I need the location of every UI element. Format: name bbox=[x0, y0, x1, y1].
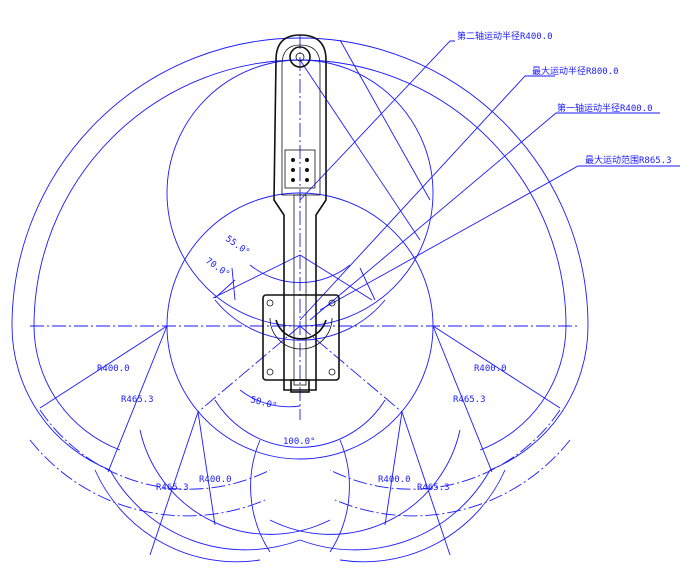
left-dashed-arc bbox=[39, 409, 271, 490]
bottom-right-inner-arc bbox=[329, 439, 350, 553]
dimension-lines bbox=[39, 254, 561, 556]
angle-70: 70.0° bbox=[203, 256, 231, 280]
right-outer-lobe bbox=[489, 325, 589, 471]
dim-bottom-left-r465: R465.3 bbox=[156, 483, 189, 493]
dim-bottom-right-r400: R400.0 bbox=[378, 475, 411, 485]
bottom-right-outer-lobe bbox=[299, 469, 491, 551]
bottom-left-inner-lobe bbox=[139, 429, 331, 535]
dim-right-r465: R465.3 bbox=[453, 395, 486, 405]
left-inner-lobe bbox=[33, 325, 121, 451]
dim-left-r465: R465.3 bbox=[121, 395, 154, 405]
dim-bottom-right-r465: R465.3 bbox=[417, 483, 450, 493]
callout-max-range: 最大运动范围R865.3 bbox=[585, 154, 672, 166]
callout-leaders bbox=[299, 39, 680, 321]
angle-55: 55.0° bbox=[223, 234, 251, 258]
right-dashed-arc2 bbox=[334, 439, 571, 517]
right-inner-lobe bbox=[479, 325, 567, 451]
callout-max-radius: 最大运动半径R800.0 bbox=[532, 65, 619, 77]
left-dashed-arc2 bbox=[29, 439, 266, 517]
dim-right-r400: R400.0 bbox=[474, 364, 507, 374]
bottom-right-inner-lobe bbox=[269, 429, 461, 535]
left-outer-lobe bbox=[11, 325, 111, 471]
dim-left-r400: R400.0 bbox=[97, 364, 130, 374]
right-dashed-arc bbox=[329, 409, 561, 490]
max-range-arc bbox=[11, 37, 589, 327]
bottom-left-inner-arc bbox=[250, 439, 271, 553]
bottom-left-outer-lobe bbox=[109, 469, 301, 551]
bottom-right-lobe2 bbox=[339, 469, 506, 563]
callout-axis1-radius: 第一轴运动半径R400.0 bbox=[557, 102, 653, 114]
callout-axis2-radius: 第二轴运动半径R400.0 bbox=[457, 30, 553, 42]
angle-100: 100.0° bbox=[283, 437, 316, 447]
dim-bottom-left-r400: R400.0 bbox=[199, 475, 232, 485]
angle-50: 50.0° bbox=[249, 395, 278, 412]
robot-arm bbox=[262, 34, 340, 393]
bottom-left-lobe2 bbox=[94, 469, 261, 563]
